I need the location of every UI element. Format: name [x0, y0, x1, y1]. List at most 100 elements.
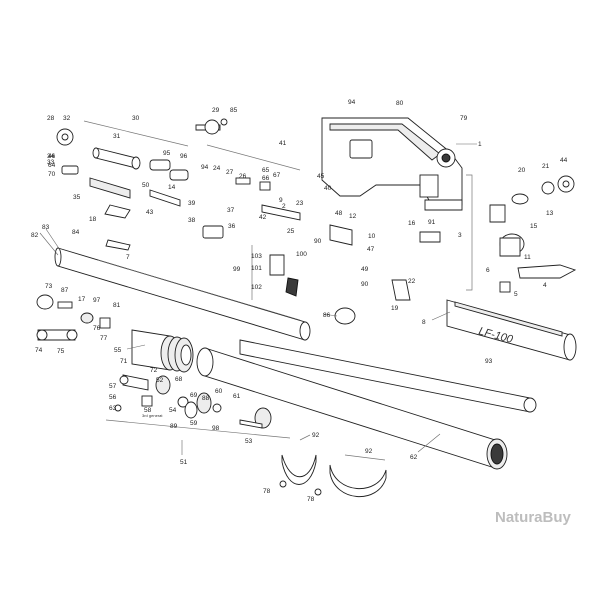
callout-15: 15: [530, 223, 538, 230]
callout-56: 56: [109, 394, 117, 401]
callout-29: 29: [212, 107, 220, 114]
callout-7: 7: [126, 254, 130, 261]
callout-103: 103: [251, 253, 262, 260]
callout-16: 16: [408, 220, 416, 227]
callout-26: 26: [239, 173, 247, 180]
callout-35: 35: [73, 194, 81, 201]
callout-61: 61: [233, 393, 241, 400]
callout-82: 82: [31, 232, 39, 239]
callout-98: 98: [212, 425, 220, 432]
part-51-group: [114, 374, 272, 429]
callout-22: 22: [408, 278, 416, 285]
callout-66: 66: [262, 175, 270, 182]
callout-41: 41: [279, 140, 287, 147]
callout-72: 72: [150, 367, 158, 374]
callout-88: 88: [202, 395, 210, 402]
part-86-o-ring: [334, 307, 356, 325]
part-84-barrel: [54, 247, 311, 341]
callout-57: 57: [109, 383, 117, 390]
callout-94b: 94: [348, 99, 356, 106]
callout-52: 52: [156, 377, 164, 384]
callout-99: 99: [233, 266, 241, 273]
callout-84: 84: [72, 229, 80, 236]
callout-64: 64: [48, 162, 56, 169]
part-1-receiver: [321, 117, 463, 211]
callout-5: 5: [514, 291, 518, 298]
callout-50: 50: [142, 182, 150, 189]
callout-44: 44: [560, 157, 568, 164]
callout-59: 59: [190, 420, 198, 427]
callout-78b: 78: [307, 496, 315, 503]
callout-93: 93: [485, 358, 493, 365]
callout-6: 6: [486, 267, 490, 274]
callout-70: 70: [48, 171, 56, 178]
callout-78: 78: [263, 488, 271, 495]
callout-102: 102: [251, 284, 262, 291]
callout-33: 33: [47, 159, 55, 166]
callout-8: 8: [422, 319, 426, 326]
group-brackets: [83, 120, 473, 461]
callout-25: 25: [287, 228, 295, 235]
callout-2: 2: [282, 203, 286, 210]
part-55-cap: [131, 329, 194, 373]
callout-55: 55: [114, 347, 122, 354]
callout-76: 76: [93, 325, 101, 332]
callout-53: 53: [245, 438, 253, 445]
callout-65: 65: [262, 167, 270, 174]
callout-80: 80: [396, 100, 404, 107]
part-92-clamps: [279, 454, 387, 498]
part-58-note: 3rd generat: [142, 413, 163, 418]
trigger-parts: [202, 177, 441, 301]
part-29-bolt: [195, 118, 228, 135]
part-62-cylinder: [196, 339, 537, 470]
leader-lines: [39, 143, 477, 455]
callout-60: 60: [215, 388, 223, 395]
callout-13: 13: [546, 210, 554, 217]
callout-63: 63: [109, 405, 117, 412]
callout-86: 86: [323, 312, 331, 319]
callout-numbers: 1 2 3 4 5 6 7 8 9 10 11 12 13 14 15 16 1…: [31, 99, 568, 503]
callout-19: 19: [391, 305, 399, 312]
part-30-group: [56, 128, 189, 251]
callout-75: 75: [57, 348, 65, 355]
callout-87: 87: [61, 287, 69, 294]
callout-58: 58: [144, 407, 152, 414]
callout-69: 69: [190, 392, 198, 399]
callout-101: 101: [251, 265, 262, 272]
callout-81: 81: [113, 302, 121, 309]
callout-54: 54: [169, 407, 177, 414]
left-small-parts: [36, 294, 111, 341]
callout-1: 1: [478, 141, 482, 148]
callout-77: 77: [100, 335, 108, 342]
callout-89: 89: [170, 423, 178, 430]
callout-21: 21: [542, 163, 550, 170]
callout-34: 34: [47, 153, 55, 160]
callout-14: 14: [168, 184, 176, 191]
callout-49: 49: [361, 266, 369, 273]
callout-90: 90: [314, 238, 322, 245]
callout-68: 68: [175, 376, 183, 383]
callout-71: 71: [120, 358, 128, 365]
callout-95: 95: [163, 150, 171, 157]
callout-48: 48: [335, 210, 343, 217]
callout-27: 27: [226, 169, 234, 176]
callout-3: 3: [458, 232, 462, 239]
callout-74: 74: [35, 347, 43, 354]
callout-83: 83: [42, 224, 50, 231]
callout-37: 37: [227, 207, 235, 214]
callout-32: 32: [63, 115, 71, 122]
callout-30: 30: [132, 115, 140, 122]
callout-36: 36: [228, 223, 236, 230]
callout-4: 4: [543, 282, 547, 289]
callout-79: 79: [460, 115, 468, 122]
callout-90b: 90: [361, 281, 369, 288]
callout-31: 31: [113, 133, 121, 140]
callout-24: 24: [213, 165, 221, 172]
callout-91: 91: [428, 219, 436, 226]
callout-42: 42: [259, 214, 267, 221]
callout-38: 38: [188, 217, 196, 224]
callout-73: 73: [45, 283, 53, 290]
watermark: NaturaBuy: [495, 509, 572, 526]
callout-28: 28: [47, 115, 55, 122]
